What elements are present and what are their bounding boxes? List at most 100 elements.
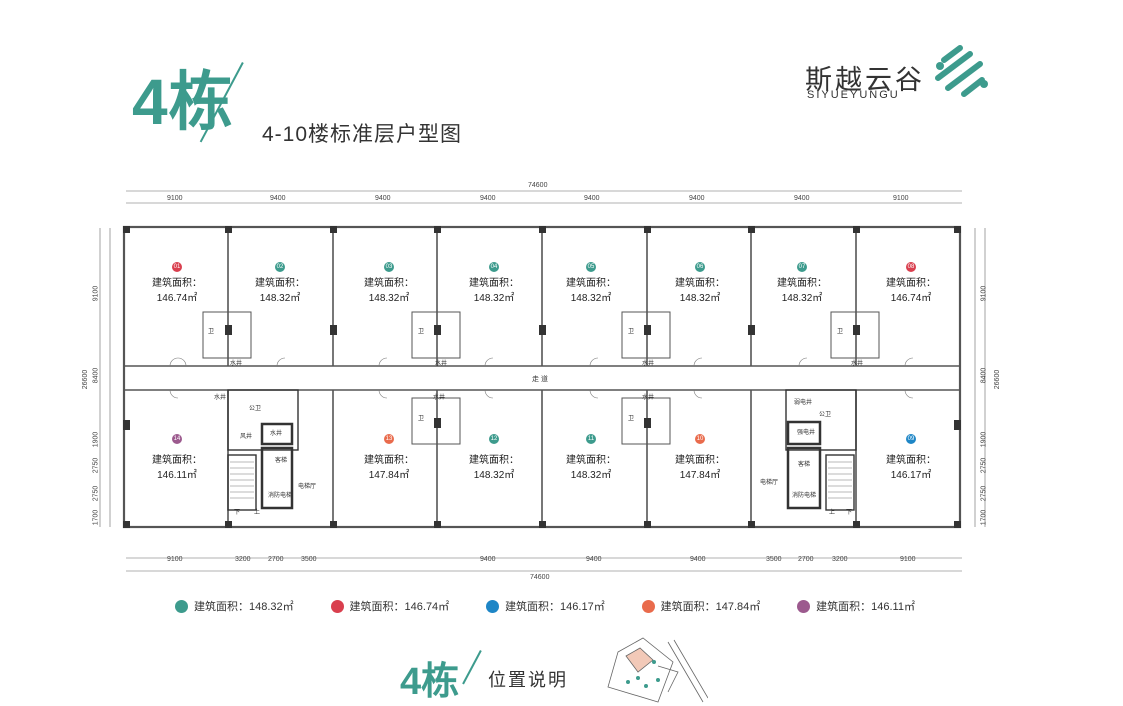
unit-area-label: 建筑面积：148.32㎡ xyxy=(454,276,534,306)
legend-color-swatch xyxy=(175,599,188,613)
legend-color-swatch xyxy=(330,599,344,613)
legend-item: 建筑面积：146.17㎡ xyxy=(486,598,605,614)
unit-area-value: 148.32㎡ xyxy=(473,293,515,304)
right-depth: 2750 xyxy=(980,485,988,502)
unit-area-label: 建筑面积： 147.84㎡ xyxy=(660,453,740,483)
unit-area-caption: 建筑面积： xyxy=(777,278,827,289)
top-unit-walls xyxy=(227,227,857,366)
unit-area-value: 148.32㎡ xyxy=(781,293,823,304)
unit-area-label: 建筑面积： 148.32㎡ xyxy=(762,276,842,306)
elevator-hall-label: 电梯厅 xyxy=(760,480,779,486)
right-depth: 8400 xyxy=(980,367,988,384)
bottom-span: 9400 xyxy=(586,556,602,563)
unit-number-badge: 04 xyxy=(489,262,499,272)
left-depth: 2750 xyxy=(92,485,100,502)
unit-area-value: 148.32㎡ xyxy=(570,470,612,481)
bottom-span: 3500 xyxy=(766,556,782,563)
legend-color-swatch xyxy=(486,599,500,613)
fire-elevator-label: 消防电梯 xyxy=(792,493,817,499)
legend-item: 建筑面积：148.32㎡ xyxy=(175,598,294,614)
toilet-blocks xyxy=(202,311,880,445)
elevator-hall-label: 电梯厅 xyxy=(298,484,317,490)
unit-area-value: 147.84㎡ xyxy=(679,470,721,481)
bottom-span: 9100 xyxy=(900,556,916,563)
bottom-unit-walls xyxy=(227,390,857,527)
fire-elevator-label: 消防电梯 xyxy=(268,493,293,499)
strong-shaft-label: 强电井 xyxy=(797,430,816,436)
water-shaft-label: 水井 xyxy=(433,395,446,401)
toilet-label: 卫 xyxy=(628,329,635,335)
location-label: 位置说明 xyxy=(488,670,568,690)
unit-area-label: 建筑面积： 146.74㎡ xyxy=(137,276,217,306)
unit-area-label: 建筑面积：146.11㎡ xyxy=(137,453,217,483)
weak-shaft-label: 弱电井 xyxy=(794,400,813,406)
corridor-label: 走 道 xyxy=(532,376,548,383)
water-shaft-label: 水井 xyxy=(270,431,283,437)
legend-text: 建筑面积：147.84㎡ xyxy=(660,601,761,613)
unit-area-value: 146.17㎡ xyxy=(890,470,932,481)
stair-down-label: 下 xyxy=(846,510,853,516)
left-total-depth: 26600 xyxy=(82,369,90,390)
unit-area-caption: 建筑面积： xyxy=(566,455,616,466)
toilet-label: 卫 xyxy=(837,329,844,335)
unit-number-badge: 09 xyxy=(906,434,916,444)
unit-area-value: 146.74㎡ xyxy=(890,293,932,304)
unit-area-caption: 建筑面积： xyxy=(566,278,616,289)
water-shaft-label: 水井 xyxy=(230,361,243,367)
unit-area-caption: 建筑面积： xyxy=(152,278,202,289)
unit-area-value: 148.32㎡ xyxy=(368,293,410,304)
water-shaft-label: 水井 xyxy=(642,361,655,367)
unit-area-label: 建筑面积： 146.74㎡ xyxy=(871,276,951,306)
door-swings xyxy=(169,357,914,399)
legend-color-swatch xyxy=(797,599,811,613)
location-map-icon xyxy=(607,637,708,703)
right-total-depth: 26600 xyxy=(994,369,1002,390)
public-toilet-label: 公卫 xyxy=(819,412,832,418)
unit-area-value: 147.84㎡ xyxy=(368,470,410,481)
brand-name-cn: 斯越云谷 xyxy=(805,65,925,95)
unit-number-badge: 10 xyxy=(695,434,705,444)
total-width-bottom: 74600 xyxy=(530,574,550,581)
unit-area-label: 建筑面积：146.17㎡ xyxy=(871,453,951,483)
left-stair-treads xyxy=(230,461,254,499)
stair-up-label: 上 xyxy=(829,510,836,516)
unit-area-value: 146.74㎡ xyxy=(156,293,198,304)
bottom-span: 2700 xyxy=(798,556,814,563)
unit-area-caption: 建筑面积： xyxy=(152,455,202,466)
unit-area-caption: 建筑面积： xyxy=(255,278,305,289)
unit-number-badge: 03 xyxy=(384,262,394,272)
water-shaft-label: 水井 xyxy=(642,395,655,401)
unit-number-badge: 12 xyxy=(489,434,499,444)
legend-text: 建筑面积：146.17㎡ xyxy=(505,601,605,613)
plan-subtitle: 4-10楼标准层户型图 xyxy=(262,123,463,146)
area-legend: 建筑面积：148.32㎡ 建筑面积：146.74㎡ 建筑面积：146.17㎡ 建筑面积… xyxy=(175,598,915,614)
unit-area-label: 建筑面积：148.32㎡ xyxy=(454,453,534,483)
unit-area-caption: 建筑面积： xyxy=(675,455,725,466)
toilet-label: 卫 xyxy=(208,329,215,335)
toilet-label: 卫 xyxy=(418,416,425,422)
bottom-span: 3200 xyxy=(832,556,848,563)
unit-number-badge: 11 xyxy=(586,434,596,444)
bottom-span: 2700 xyxy=(268,556,284,563)
legend-color-swatch xyxy=(641,599,655,613)
bottom-span: 9400 xyxy=(690,556,706,563)
legend-item: 建筑面积：146.74㎡ xyxy=(330,598,449,614)
unit-area-value: 148.32㎡ xyxy=(679,293,721,304)
unit-area-caption: 建筑面积： xyxy=(886,278,936,289)
elevator-label: 客梯 xyxy=(275,458,288,464)
unit-area-label: 建筑面积： 147.84㎡ xyxy=(349,453,429,483)
unit-number-badge: 01 xyxy=(172,262,182,272)
unit-number-badge: 07 xyxy=(797,262,807,272)
top-span: 9400 xyxy=(689,195,705,202)
unit-area-label: 建筑面积： 148.32㎡ xyxy=(551,453,631,483)
legend-text: 建筑面积：146.11㎡ xyxy=(816,601,915,613)
unit-area-label: 建筑面积：148.32㎡ xyxy=(240,276,320,306)
bottom-span: 9100 xyxy=(167,556,183,563)
right-depth: 1900 xyxy=(980,431,988,448)
left-depth: 2750 xyxy=(92,457,100,474)
top-span: 9400 xyxy=(480,195,496,202)
unit-number-badge: 05 xyxy=(586,262,596,272)
right-depth: 1700 xyxy=(980,509,988,526)
unit-area-caption: 建筑面积： xyxy=(364,455,414,466)
